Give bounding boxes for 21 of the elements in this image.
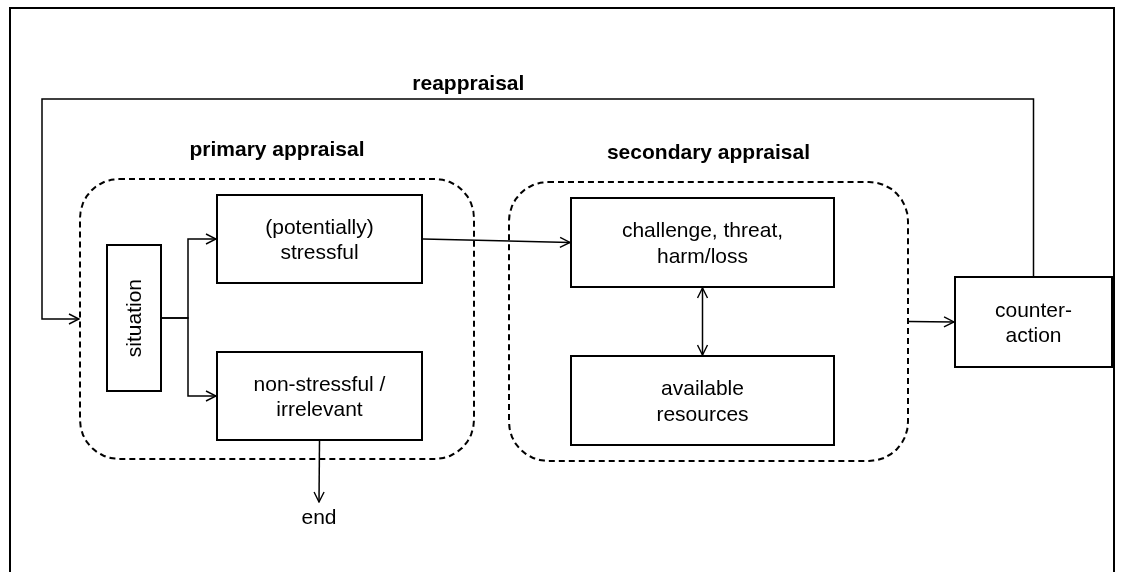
node-text: situation: [121, 278, 147, 358]
group-heading: secondary appraisal: [605, 139, 812, 165]
arrow: [313, 440, 325, 503]
process-box: [570, 355, 835, 446]
node-text: (potentially) stressful: [264, 213, 375, 265]
process-box: [954, 276, 1113, 368]
arrow: [908, 316, 955, 328]
arrow: [161, 317, 217, 402]
vertical-process-box: [106, 244, 162, 392]
arrow: [696, 287, 709, 356]
group-heading: primary appraisal: [188, 136, 366, 162]
end-text: end: [300, 504, 338, 530]
process-box: [216, 351, 423, 441]
arrow: [41, 98, 1035, 325]
node-text: non-stressful / irrelevant: [252, 370, 387, 422]
process-box: [570, 197, 835, 288]
process-box: [216, 194, 423, 284]
node-text: counter-action: [993, 296, 1073, 348]
node-text: available resources: [655, 375, 750, 426]
arrow: [422, 236, 571, 248]
node-text: challenge, threat, harm/loss: [620, 217, 785, 268]
